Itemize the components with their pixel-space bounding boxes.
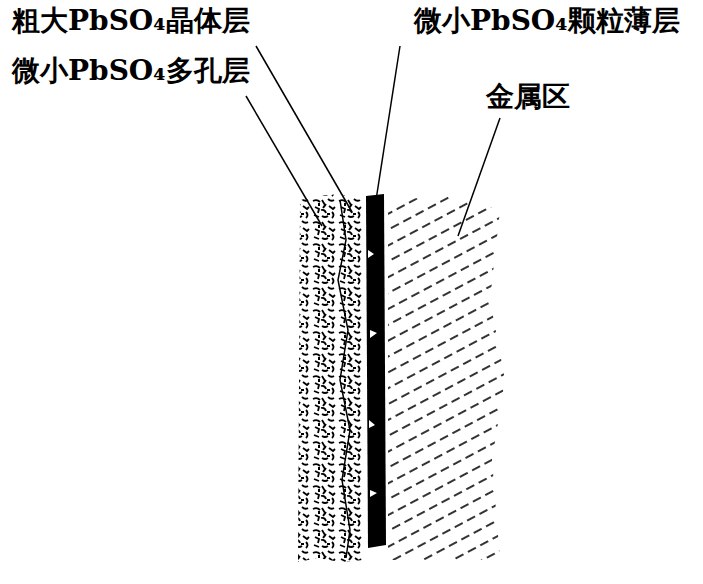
part-label: 粗大PbSO₄晶体层 xyxy=(12,6,250,37)
part-label: 微小PbSO₄颗粒薄层 xyxy=(414,6,680,37)
part-label: 微小PbSO₄多孔层 xyxy=(12,56,250,87)
part-label: 金属区 xyxy=(486,82,570,113)
